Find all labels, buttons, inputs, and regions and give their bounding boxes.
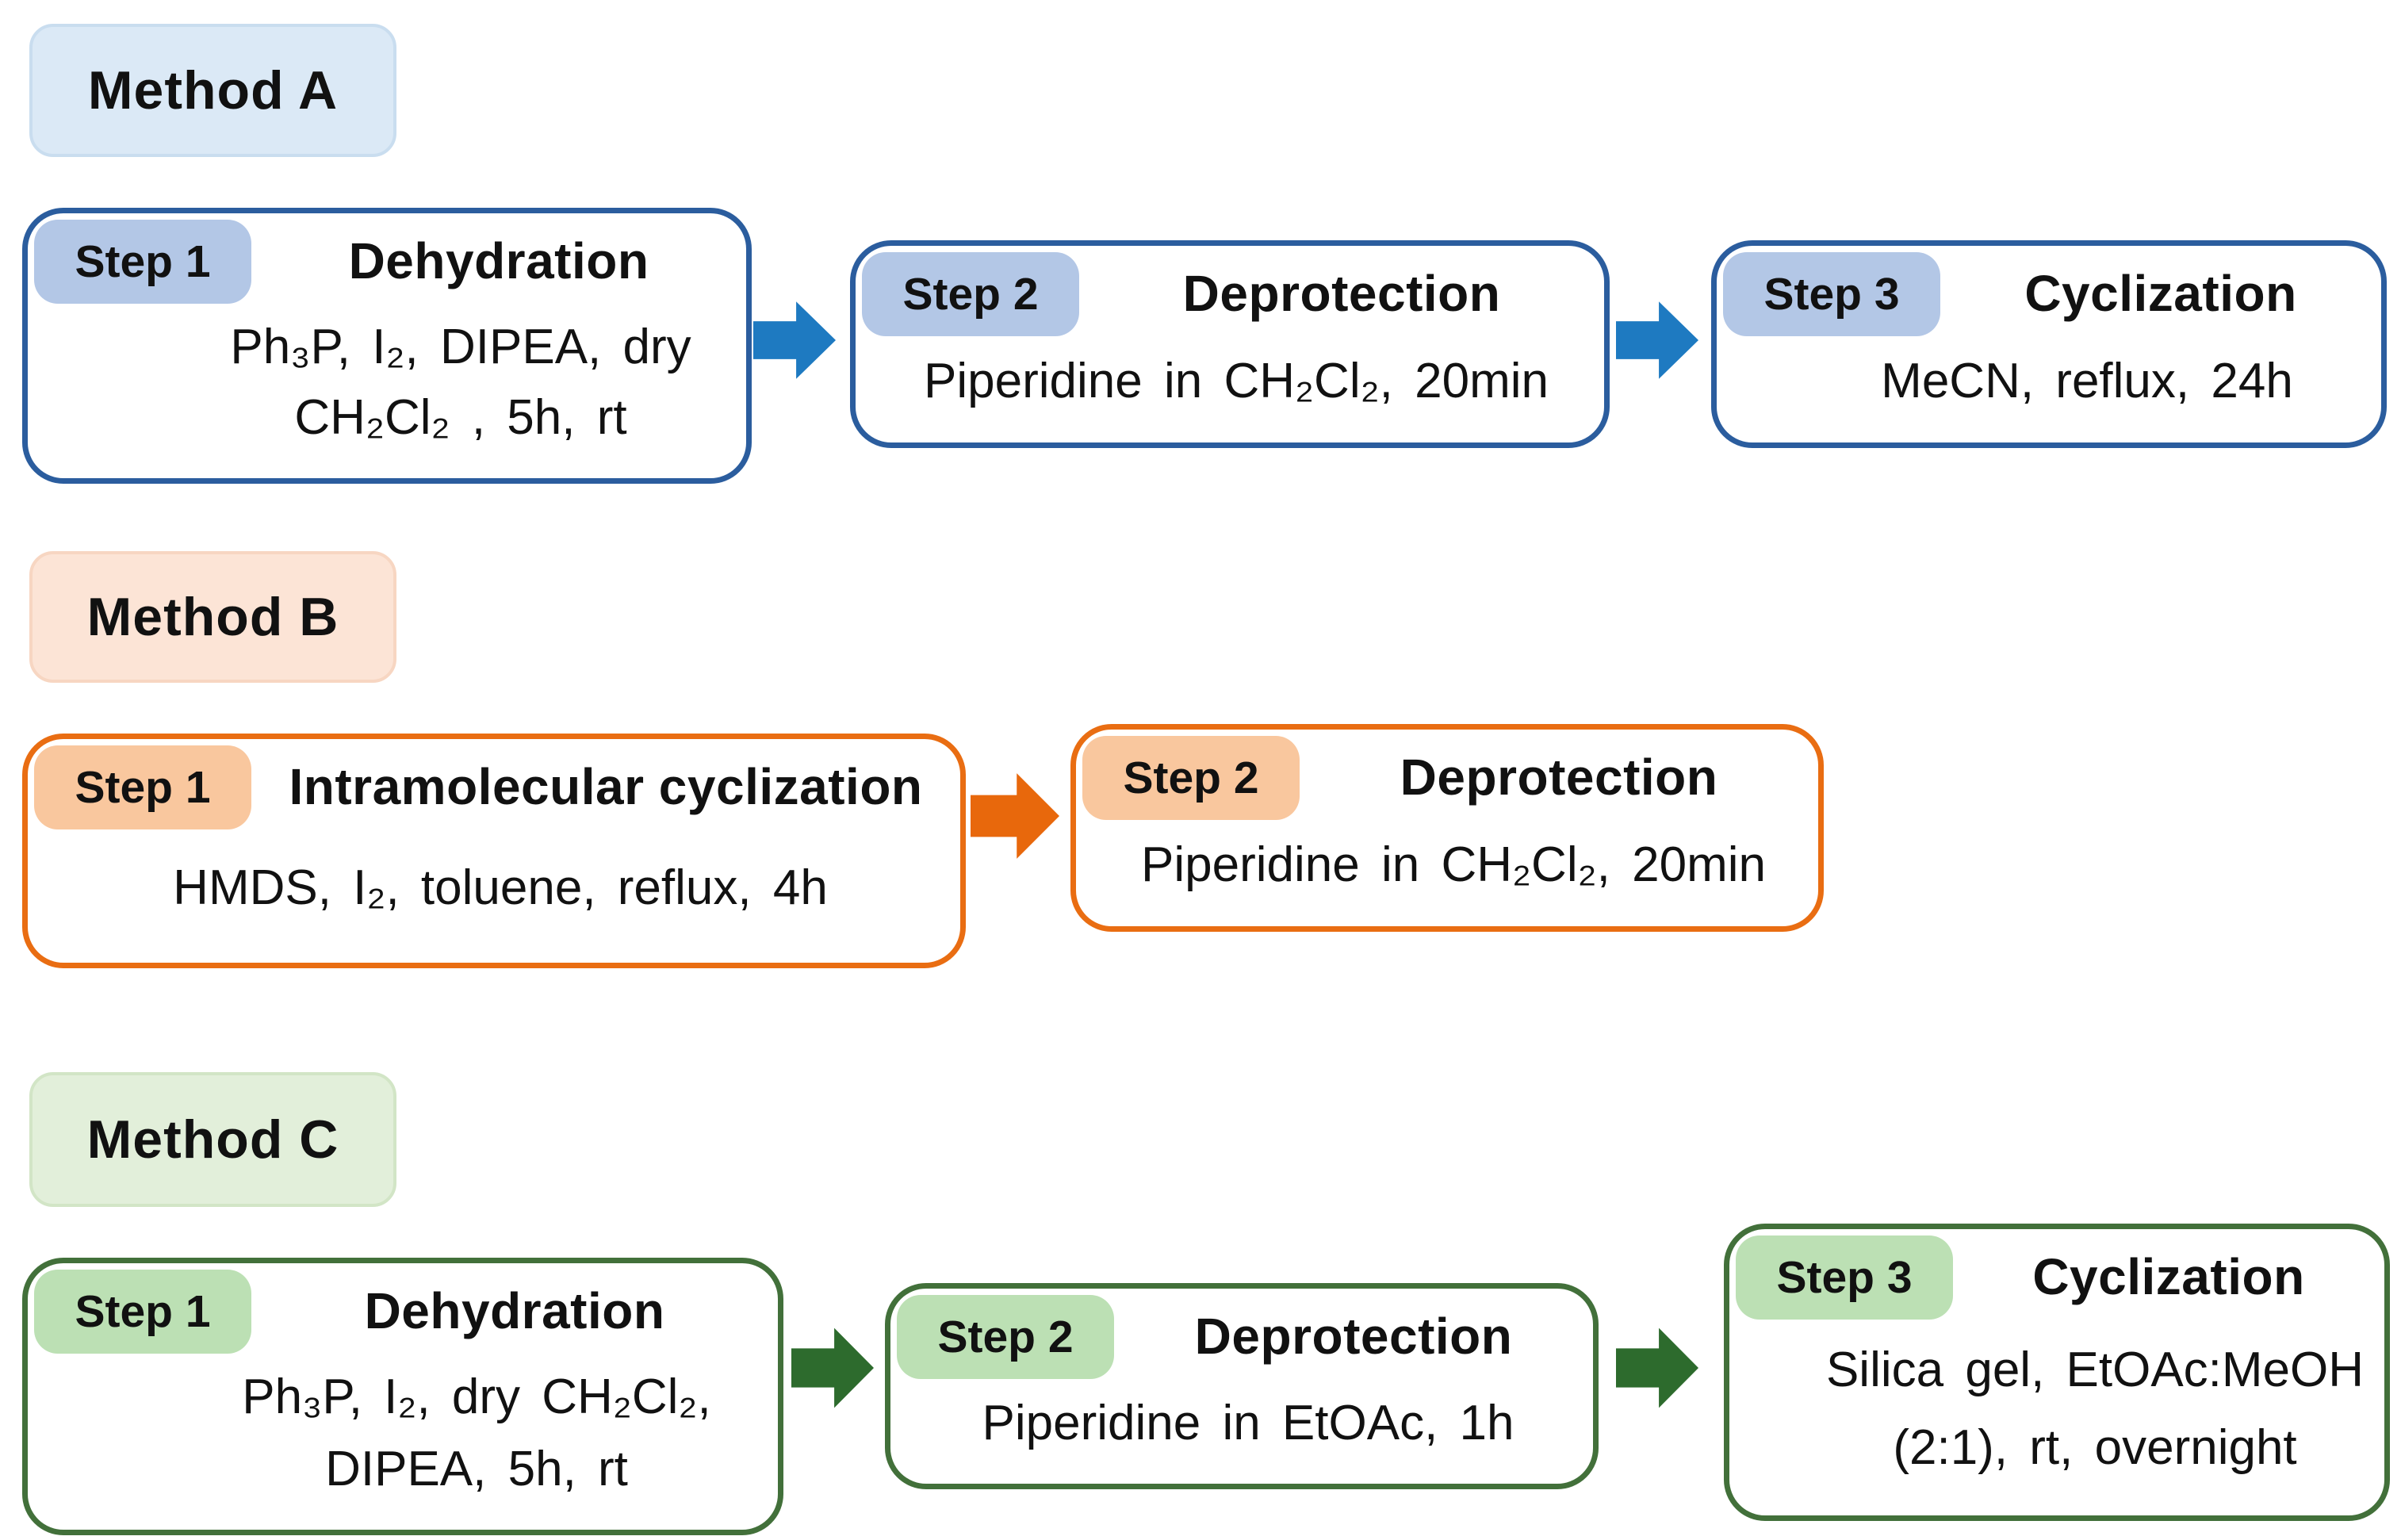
method-c-label-text: Method C	[86, 1109, 339, 1170]
step-badge: Step 3	[1736, 1235, 1953, 1320]
step-conditions-line: Piperidine in CH₂Cl₂, 20min	[1141, 837, 1766, 892]
method-a-label: Method A	[29, 24, 396, 157]
method-c-step-2-box: Step 2 Deprotection Piperidine in EtOAc,…	[885, 1283, 1599, 1489]
step-conditions-line: (2:1), rt, overnight	[1893, 1420, 2297, 1476]
step-badge: Step 3	[1723, 252, 1940, 336]
step-badge: Step 2	[862, 252, 1079, 336]
step-badge: Step 2	[1082, 736, 1300, 820]
step-title: Cyclization	[2024, 265, 2297, 322]
step-title: Deprotection	[1194, 1308, 1513, 1365]
step-title: Dehydration	[348, 232, 649, 289]
step-title: Cyclization	[2032, 1248, 2305, 1305]
step-badge: Step 1	[34, 220, 251, 304]
step-conditions-line: Piperidine in EtOAc, 1h	[982, 1395, 1515, 1450]
method-a-label-text: Method A	[87, 60, 339, 121]
method-a-step-2-box: Step 2 Deprotection Piperidine in CH₂Cl₂…	[850, 240, 1610, 448]
step-conditions-line: Ph₃P, I₂, DIPEA, dry	[230, 319, 691, 374]
step-badge: Step 1	[34, 745, 251, 829]
right-arrow-icon	[753, 301, 836, 379]
step-title: Dehydration	[364, 1282, 665, 1339]
step-title: Intramolecular cyclization	[289, 758, 923, 815]
step-conditions-line: Piperidine in CH₂Cl₂, 20min	[924, 353, 1549, 408]
step-title: Deprotection	[1400, 749, 1718, 806]
step-badge: Step 2	[897, 1295, 1114, 1379]
step-badge: Step 1	[34, 1270, 251, 1354]
step-title: Deprotection	[1182, 265, 1501, 322]
method-b-step-2-box: Step 2 Deprotection Piperidine in CH₂Cl₂…	[1070, 724, 1824, 932]
method-b-label-text: Method B	[86, 587, 339, 647]
step-conditions-line: Ph₃P, I₂, dry CH₂Cl₂,	[242, 1370, 711, 1425]
step-conditions-line: CH₂Cl₂ , 5h, rt	[294, 390, 627, 446]
method-b-step-1-box: Step 1 Intramolecular cyclization HMDS, …	[22, 734, 966, 968]
method-a-step-1-box: Step 1 Dehydration Ph₃P, I₂, DIPEA, dry …	[22, 208, 752, 484]
step-conditions-line: HMDS, I₂, toluene, reflux, 4h	[173, 860, 828, 915]
method-a-step-3-box: Step 3 Cyclization MeCN, reflux, 24h	[1711, 240, 2387, 448]
step-conditions-line: DIPEA, 5h, rt	[325, 1441, 628, 1496]
method-c-label: Method C	[29, 1072, 396, 1207]
method-c-step-1-box: Step 1 Dehydration Ph₃P, I₂, dry CH₂Cl₂,…	[22, 1258, 783, 1535]
right-arrow-icon	[1616, 301, 1698, 379]
right-arrow-icon	[971, 773, 1059, 859]
right-arrow-icon	[791, 1327, 874, 1408]
method-b-label: Method B	[29, 551, 396, 683]
step-conditions-line: Silica gel, EtOAc:MeOH	[1825, 1342, 2365, 1397]
step-conditions-line: MeCN, reflux, 24h	[1881, 353, 2293, 408]
right-arrow-icon	[1616, 1327, 1698, 1408]
method-c-step-3-box: Step 3 Cyclization Silica gel, EtOAc:MeO…	[1724, 1224, 2390, 1521]
